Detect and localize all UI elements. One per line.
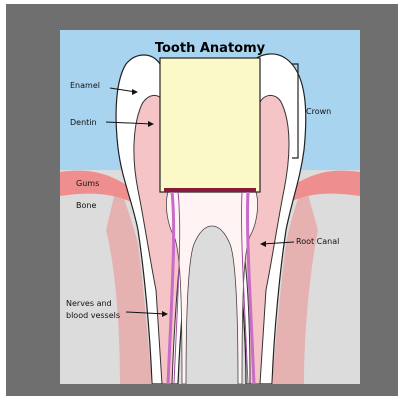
label-crown: Crown	[306, 107, 331, 116]
label-nerves-line1: Nerves and	[66, 299, 112, 308]
tooth-anatomy-diagram: Tooth Anatomy Enamel Dentin Crown Gums B…	[60, 30, 360, 384]
label-gums: Gums	[76, 179, 99, 188]
label-bone: Bone	[76, 201, 96, 210]
label-root-canal: Root Canal	[296, 237, 339, 246]
crown-filling	[160, 58, 260, 192]
label-nerves-line2: blood vessels	[66, 311, 120, 320]
label-dentin: Dentin	[70, 118, 97, 127]
label-enamel: Enamel	[70, 81, 100, 90]
image-frame: Tooth Anatomy Enamel Dentin Crown Gums B…	[6, 4, 398, 396]
diagram-title: Tooth Anatomy	[155, 41, 266, 56]
tooth-diagram-svg: Tooth Anatomy Enamel Dentin Crown Gums B…	[60, 30, 360, 384]
crown-floor	[164, 188, 256, 192]
